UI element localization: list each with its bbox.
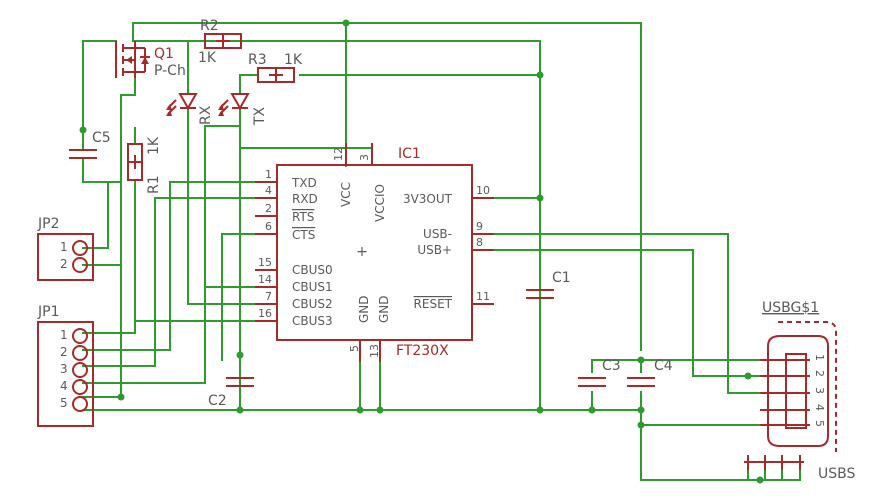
q1-value: P-Ch [154,63,186,79]
usb-pin-4: 4 [813,404,826,411]
c5-capacitor[interactable]: C5 [69,130,111,166]
c4-capacitor[interactable]: C4 [627,358,673,387]
r1-value: 1K [146,136,162,155]
ic1-pin-label-cbus2: CBUS2 [292,297,333,311]
usb-pin-5: 5 [813,420,826,427]
ic1-pin-num-7: 7 [265,290,272,303]
ic1-pin-num-12: 12 [332,147,345,161]
c1-name: C1 [552,270,571,286]
jp1-pin-3: 3 [60,362,68,376]
c2-name: C2 [208,393,227,409]
jp2-pin-2: 2 [60,257,68,271]
c1-capacitor[interactable]: C1 [526,270,571,299]
wire-net [82,22,801,481]
ic1-pin-label-vccio: VCCIO [373,184,387,222]
r2-name: R2 [200,18,219,34]
ic1-name: IC1 [398,146,421,162]
ic1-ft230x[interactable]: + IC1 FT230X 1 4 2 6 15 14 7 16 TXD RXD … [255,143,494,362]
jp1-header[interactable]: JP1 1 2 3 4 5 [37,304,94,427]
c3-name: C3 [602,358,621,374]
ic1-pin-label-3v3out: 3V3OUT [403,192,453,206]
usb-name: USBG$1 [762,300,819,316]
jp2-header[interactable]: JP2 1 2 [37,216,94,281]
ic1-pin-num-8: 8 [476,236,483,249]
r1-name: R1 [146,175,162,194]
ic1-pin-num-10: 10 [476,184,490,197]
ic1-pin-label-rxd: RXD [292,192,318,206]
ic1-pin-num-1: 1 [265,168,272,181]
jp2-name: JP2 [37,216,59,232]
ic1-pin-num-16: 16 [258,307,272,320]
ic1-pin-label-gnd-13: GND [377,295,391,323]
r3-value: 1K [284,52,303,68]
r2-resistor[interactable]: R2 1K [198,18,242,66]
ic1-pin-label-cbus0: CBUS0 [292,263,333,277]
usb-pin-3: 3 [813,387,826,394]
led-tx-label: TX [252,106,268,126]
ic1-pin-label-cts: CTS [292,228,315,242]
usb-pin-1: 1 [813,354,826,361]
ic1-pin-num-5: 5 [348,345,361,352]
ic1-pin-num-15: 15 [258,256,272,269]
c3-capacitor[interactable]: C3 [578,358,621,387]
r2-value: 1K [198,50,217,66]
ic1-pin-num-3: 3 [358,154,371,161]
ic1-pin-label-usb-plus: USB+ [417,243,452,257]
ic1-pin-label-txd: TXD [291,176,317,190]
jp2-pin-1: 1 [60,240,68,254]
ic1-pin-num-4: 4 [265,184,272,197]
r3-resistor[interactable]: R3 1K [248,52,303,83]
q1-mosfet[interactable]: Q1 P-Ch [115,41,186,79]
usb-connector[interactable]: USBG$1 1 2 3 4 5 USBS [744,300,855,482]
ic1-pin-label-rts: RTS [292,210,314,224]
c5-name: C5 [92,130,111,146]
ic1-pin-label-vcc: VCC [339,182,353,207]
ic1-pin-num-11: 11 [476,290,490,303]
q1-name: Q1 [154,46,174,62]
usb-shield-label: USBS [818,466,855,482]
ic1-pins-bottom: 5 13 GND GND [348,295,391,362]
ic1-pin-num-13: 13 [368,344,381,358]
ic1-pins-left: 1 4 2 6 15 14 7 16 TXD RXD RTS CTS CBUS0… [255,168,333,328]
ic1-pin-label-cbus3: CBUS3 [292,314,333,328]
r3-name: R3 [248,52,267,68]
jp1-pin-1: 1 [60,328,68,342]
svg-text:+: + [356,244,368,260]
c2-capacitor[interactable]: C2 [208,377,254,409]
ic1-pin-num-6: 6 [265,220,272,233]
ic1-pins-top: 12 3 VCC VCCIO [332,143,387,222]
led-rx-label: RX [198,105,214,125]
ic1-pin-num-14: 14 [258,273,272,286]
ic1-pin-label-gnd-5: GND [357,295,371,323]
ic1-value: FT230X [396,343,449,359]
jp1-name: JP1 [37,304,59,320]
jp1-pin-4: 4 [60,379,68,393]
c4-name: C4 [654,358,673,374]
jp1-pin-5: 5 [60,396,68,410]
ic1-pin-label-cbus1: CBUS1 [292,280,333,294]
ic1-pins-right: 10 9 8 11 3V3OUT USB- USB+ RESET [403,184,494,311]
ic1-pin-num-2: 2 [265,202,272,215]
jp1-pin-2: 2 [60,345,68,359]
led-tx[interactable]: TX [218,93,268,126]
led-rx[interactable]: RX [166,93,214,125]
r1-resistor[interactable]: R1 1K [127,136,162,194]
ic1-pin-num-9: 9 [476,220,483,233]
junction-dots [79,19,764,484]
ic1-pin-label-usb-minus: USB- [423,227,452,241]
ic1-pin-label-reset: RESET [414,297,453,311]
usb-pin-2: 2 [813,370,826,377]
